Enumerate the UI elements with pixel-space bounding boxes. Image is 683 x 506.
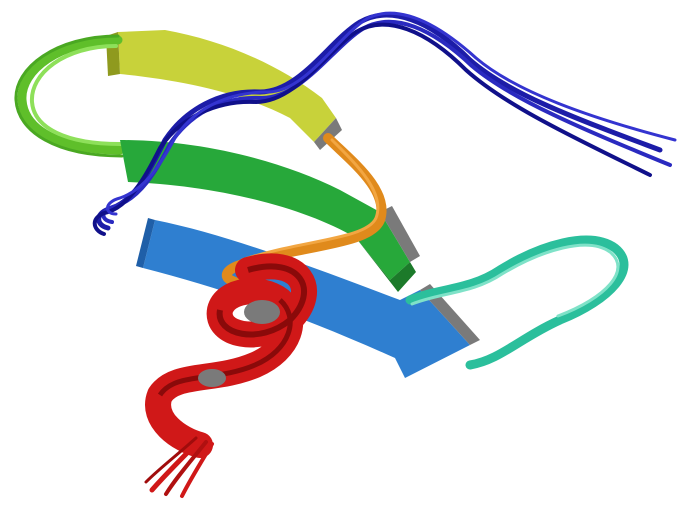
lightgreen-loop: [16, 36, 122, 156]
red-alpha-helix: [146, 266, 304, 496]
yellow-beta-strand: [106, 30, 342, 150]
